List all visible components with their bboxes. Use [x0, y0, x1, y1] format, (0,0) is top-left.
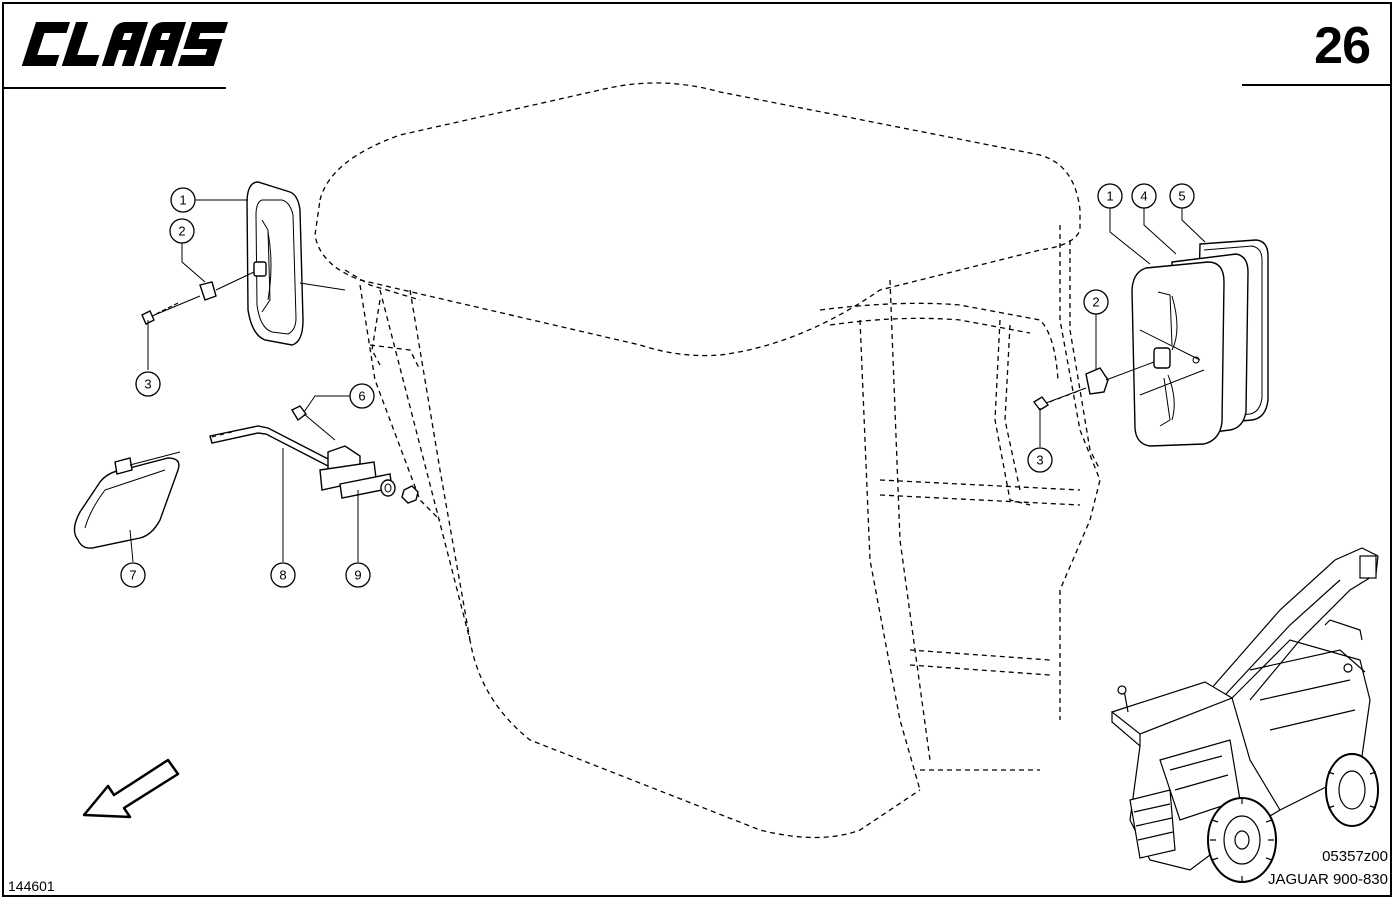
- header-rule-left: [4, 87, 226, 89]
- left-mirror-nut: [199, 271, 346, 301]
- left-mirror-screw: [141, 295, 201, 325]
- reference-code: 05357z00: [1322, 848, 1388, 865]
- callout-left-mirror-2: 2: [169, 218, 195, 244]
- svg-text:1: 1: [1106, 189, 1113, 204]
- svg-text:2: 2: [178, 224, 185, 239]
- svg-text:1: 1: [179, 193, 186, 208]
- right-mirror-nut: [1085, 361, 1155, 395]
- callout-plate-9: 9: [345, 562, 371, 588]
- page-number: 26: [1314, 17, 1371, 75]
- svg-text:9: 9: [354, 568, 361, 583]
- callout-lamp-7: 7: [120, 562, 146, 588]
- svg-text:8: 8: [279, 568, 286, 583]
- left-mirror: [246, 181, 304, 346]
- callout-arm-8: 8: [270, 562, 296, 588]
- svg-text:5: 5: [1178, 189, 1185, 204]
- direction-arrow-icon: [82, 758, 180, 819]
- callout-right-mirror-5: 5: [1169, 183, 1195, 209]
- callout-left-mirror-1: 1: [170, 187, 196, 213]
- callout-left-mirror-3: 3: [135, 371, 161, 397]
- svg-text:6: 6: [358, 389, 365, 404]
- callout-right-mirror-3: 3: [1027, 447, 1053, 473]
- lamp-arm: [209, 425, 331, 467]
- svg-text:2: 2: [1092, 295, 1099, 310]
- claas-logo: [21, 22, 229, 66]
- header-rule-right: [1242, 84, 1390, 86]
- model-label: JAGUAR 900-830: [1267, 871, 1388, 888]
- right-mirror: [1131, 261, 1225, 447]
- machine-overview-thumbnail: [1110, 547, 1379, 883]
- svg-text:7: 7: [129, 568, 136, 583]
- callout-right-mirror-4: 4: [1131, 183, 1157, 209]
- svg-text:4: 4: [1140, 189, 1147, 204]
- callout-right-mirror-2: 2: [1083, 289, 1109, 315]
- svg-text:3: 3: [144, 377, 151, 392]
- callout-bracket-6: 6: [349, 383, 375, 409]
- work-lamp: [73, 451, 181, 549]
- drawing-id: 144601: [8, 878, 55, 894]
- mounting-bracket: [291, 405, 419, 504]
- leader-lines: [129, 199, 1206, 563]
- right-mirror-screw: [1032, 387, 1087, 411]
- cab-outline: [314, 82, 1101, 839]
- callout-right-mirror-1: 1: [1097, 183, 1123, 209]
- svg-text:3: 3: [1036, 453, 1043, 468]
